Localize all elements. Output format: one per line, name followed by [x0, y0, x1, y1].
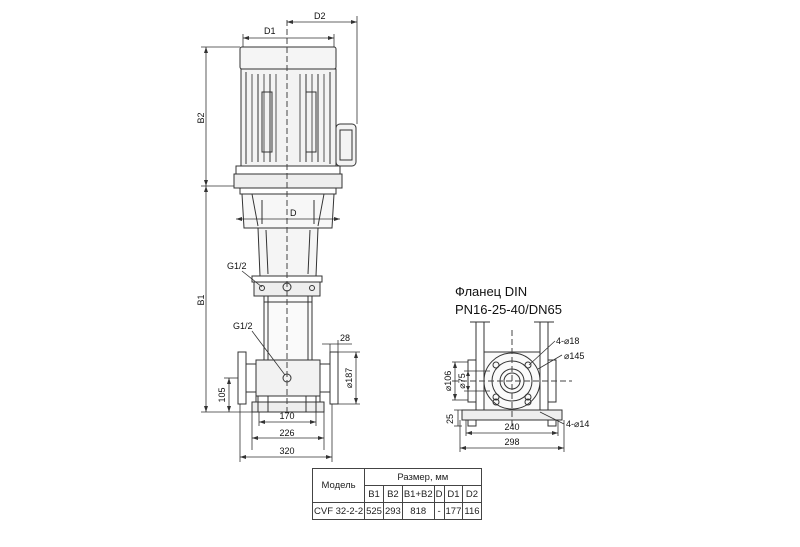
- value-cell: 818: [401, 502, 435, 520]
- label-d: D: [290, 208, 297, 218]
- label-w298: 298: [504, 437, 519, 447]
- value-cell: 116: [462, 502, 482, 520]
- column-header: B1+B2: [401, 485, 435, 503]
- table-row: CVF 32-2-2 525 293 818 - 177 116: [311, 502, 482, 520]
- label-d2: D2: [314, 11, 326, 21]
- label-d75: ⌀75: [457, 373, 467, 388]
- label-d145: ⌀145: [564, 351, 584, 361]
- label-h25: 25: [445, 414, 455, 424]
- flange-drawing: [461, 321, 563, 427]
- label-170: 170: [279, 411, 294, 421]
- label-320: 320: [279, 446, 294, 456]
- value-cell: 525: [364, 502, 384, 520]
- label-w240: 240: [504, 422, 519, 432]
- pump-motor: [233, 46, 357, 195]
- label-d1: D1: [264, 26, 276, 36]
- pump-base: [237, 351, 339, 413]
- size-header: Размер, мм: [364, 468, 482, 486]
- label-g-top: G1/2: [227, 261, 247, 271]
- pump-lantern: [241, 193, 335, 361]
- label-b1: B1: [196, 294, 206, 305]
- label-d106: ⌀106: [443, 371, 453, 391]
- column-header: D1: [443, 485, 464, 503]
- column-header: B2: [382, 485, 403, 503]
- dimensions-table: Модель Размер, мм B1 B2 B1+B2 D D1 D2 CV…: [311, 468, 482, 520]
- label-226: 226: [279, 428, 294, 438]
- label-d187: ⌀187: [344, 368, 354, 388]
- label-holes-base: 4-⌀14: [566, 419, 589, 429]
- flange-title-line1: Фланец DIN: [455, 284, 527, 299]
- value-cell: 293: [382, 502, 403, 520]
- value-cell: -: [433, 502, 445, 520]
- model-header: Модель: [311, 468, 366, 503]
- label-105: 105: [217, 387, 227, 402]
- column-header: B1: [364, 485, 384, 503]
- flange-title-line2: PN16-25-40/DN65: [455, 302, 562, 317]
- label-g-bottom: G1/2: [233, 321, 253, 331]
- model-cell: CVF 32-2-2: [311, 502, 366, 520]
- label-28: 28: [340, 333, 350, 343]
- value-cell: 177: [443, 502, 464, 520]
- label-b2: B2: [196, 112, 206, 123]
- column-header: D2: [462, 485, 482, 503]
- label-holes-top: 4-⌀18: [556, 336, 579, 346]
- column-header: D: [433, 485, 445, 503]
